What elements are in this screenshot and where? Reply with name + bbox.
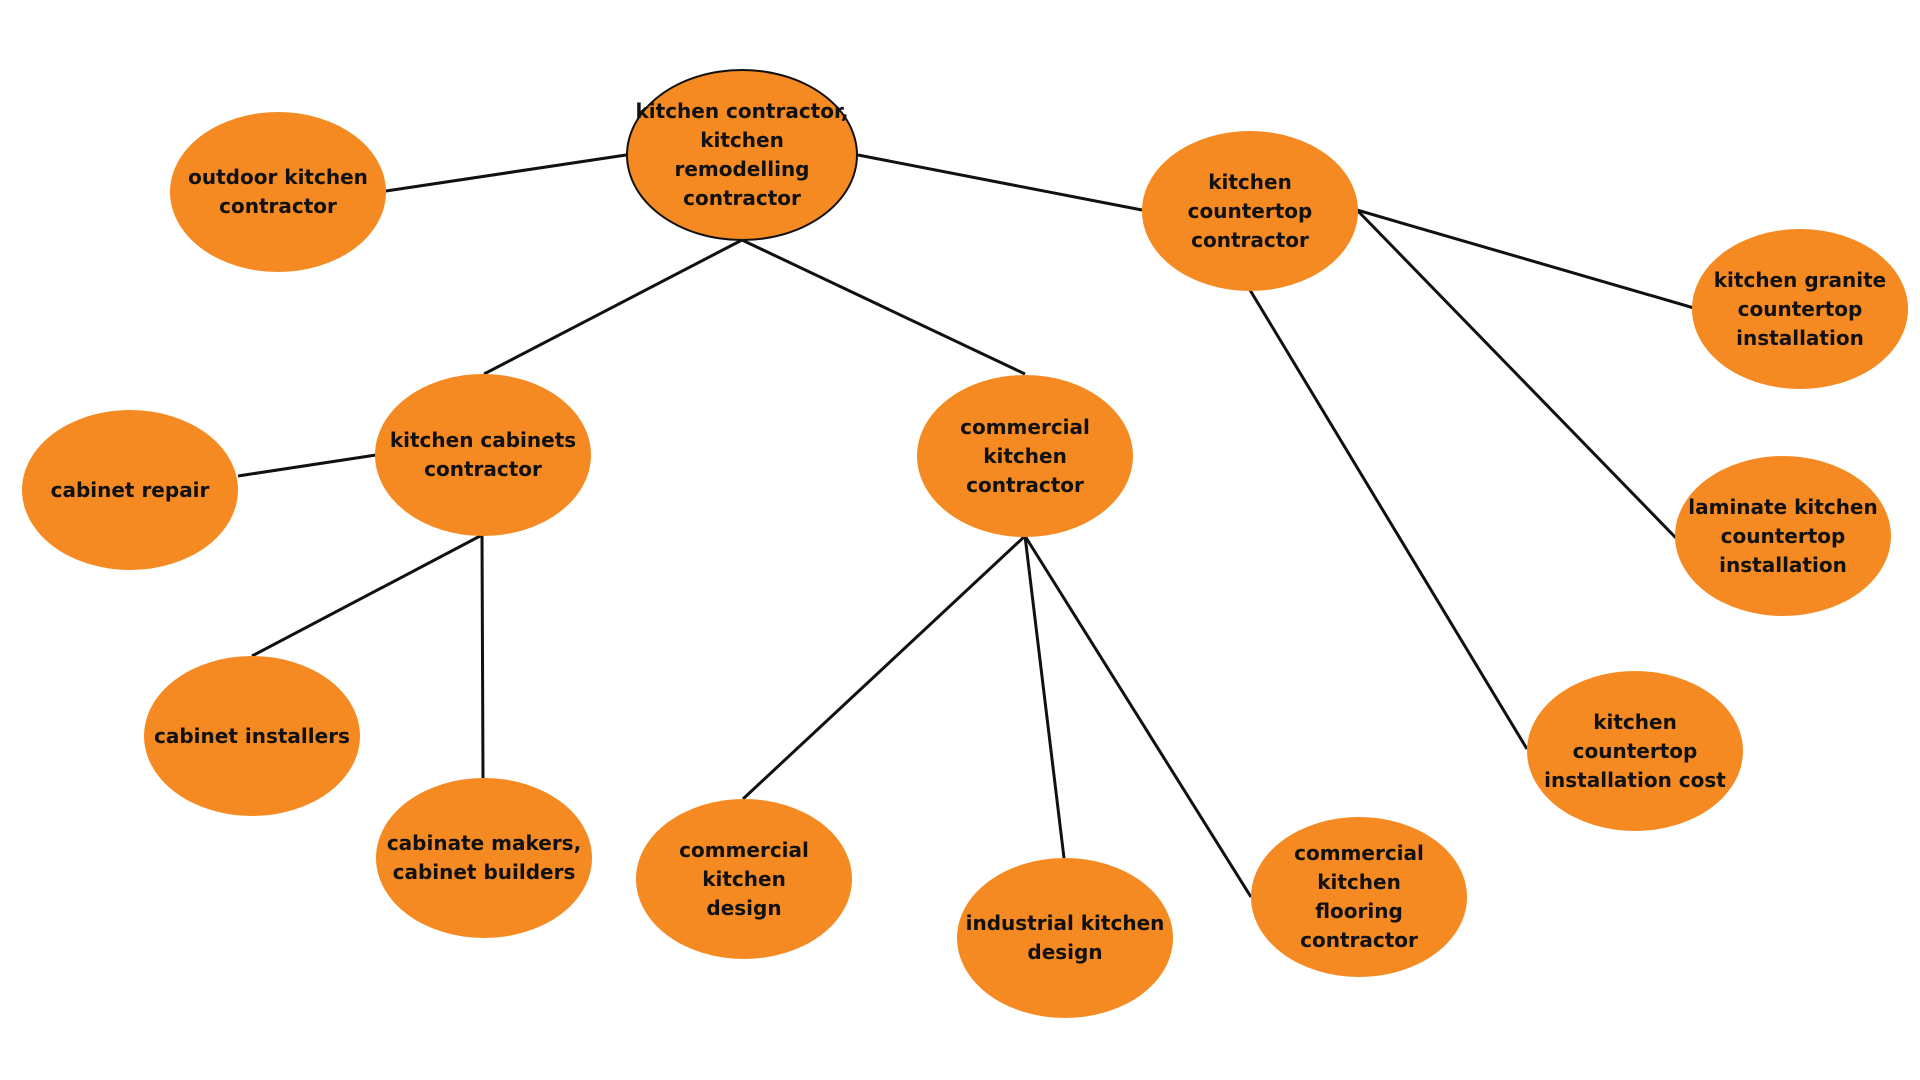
edge-root-countertop xyxy=(857,153,1143,212)
node-cabinate-makers: cabinate makers, cabinet builders xyxy=(376,778,592,938)
node-label: kitchen countertop contractor xyxy=(1187,169,1313,252)
node-label: laminate kitchen countertop installation xyxy=(1688,494,1878,577)
edge-countertop-granite xyxy=(1356,208,1695,310)
node-cabinet-installers: cabinet installers xyxy=(144,656,360,816)
node-kitchen-granite-countertop-installation: kitchen granite countertop installation xyxy=(1692,229,1908,389)
edge-countertop-cost xyxy=(1248,289,1529,750)
node-kitchen-contractor: kitchen contractor, kitchen remodelling … xyxy=(626,69,858,241)
node-label: industrial kitchen design xyxy=(965,911,1165,964)
node-label: commercial kitchen flooring contractor xyxy=(1294,841,1424,952)
node-commercial-kitchen-flooring-contractor: commercial kitchen flooring contractor xyxy=(1251,817,1467,977)
node-label: kitchen countertop installation cost xyxy=(1544,709,1726,792)
edge-root-outdoor xyxy=(385,153,627,193)
edge-commercial-industrial xyxy=(1023,535,1066,859)
node-label: kitchen contractor, kitchen remodelling … xyxy=(635,99,849,210)
node-label: kitchen cabinets contractor xyxy=(389,428,577,481)
node-label: kitchen granite countertop installation xyxy=(1713,267,1887,350)
node-outdoor-kitchen-contractor: outdoor kitchen contractor xyxy=(170,112,386,272)
edge-cabinets-installers xyxy=(251,533,483,658)
node-label: cabinet repair xyxy=(50,477,210,502)
node-label: cabinet installers xyxy=(154,723,350,748)
node-label: outdoor kitchen contractor xyxy=(188,165,368,218)
edge-root-cabinets xyxy=(483,238,743,376)
edge-cabinets-makers xyxy=(480,534,485,779)
node-industrial-kitchen-design: industrial kitchen design xyxy=(957,858,1173,1018)
node-label: commercial kitchen design xyxy=(679,837,809,920)
edge-countertop-laminate xyxy=(1355,208,1678,540)
node-label: commercial kitchen contractor xyxy=(960,414,1090,497)
edge-root-commercial xyxy=(741,238,1026,376)
node-label: cabinate makers, cabinet builders xyxy=(386,831,582,884)
node-commercial-kitchen-design: commercial kitchen design xyxy=(636,799,852,959)
node-kitchen-cabinets-contractor: kitchen cabinets contractor xyxy=(375,374,591,536)
node-commercial-kitchen-contractor: commercial kitchen contractor xyxy=(917,375,1133,537)
node-kitchen-countertop-contractor: kitchen countertop contractor xyxy=(1142,131,1358,291)
node-laminate-kitchen-countertop-installation: laminate kitchen countertop installation xyxy=(1675,456,1891,616)
edge-commercial-flooring xyxy=(1023,535,1253,898)
edge-commercial-design xyxy=(741,534,1027,801)
edge-cabinets-repair xyxy=(237,453,377,478)
node-kitchen-countertop-installation-cost: kitchen countertop installation cost xyxy=(1527,671,1743,831)
node-cabinet-repair: cabinet repair xyxy=(22,410,238,570)
